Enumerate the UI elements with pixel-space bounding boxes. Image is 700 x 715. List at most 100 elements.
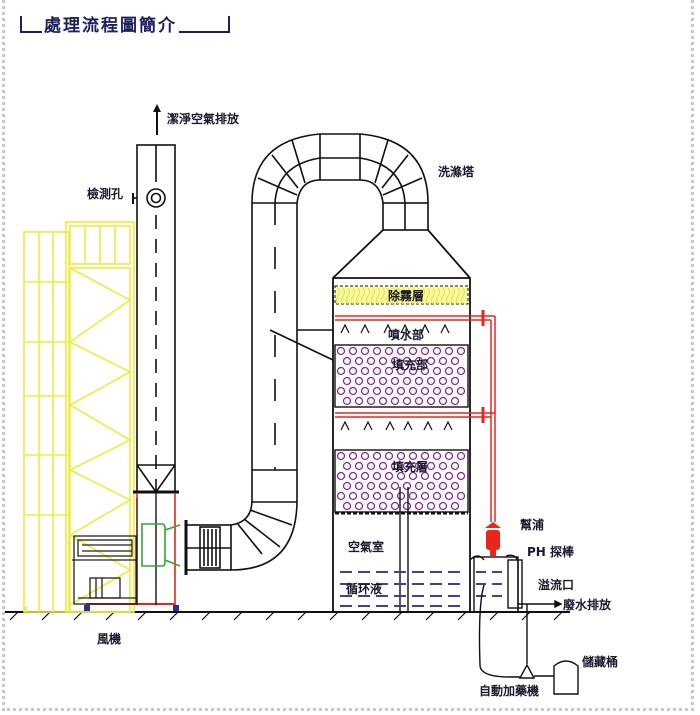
packing-ring bbox=[366, 376, 376, 386]
packing-ring bbox=[450, 356, 460, 366]
packing-ring bbox=[342, 396, 352, 406]
ground-hatch bbox=[105, 611, 115, 621]
packing-ring bbox=[336, 451, 346, 461]
demister-wave bbox=[375, 287, 381, 305]
packing-ring bbox=[378, 481, 388, 491]
packing-ring bbox=[438, 376, 448, 386]
packing-ring bbox=[432, 471, 442, 481]
packing-ring bbox=[366, 481, 376, 491]
auto-dosing-label: 自動加藥機 bbox=[479, 684, 540, 698]
packing-ring bbox=[420, 491, 430, 501]
inlet-duct bbox=[184, 469, 298, 575]
scrubber-tower-label: 洗滌塔 bbox=[438, 165, 475, 179]
drain-pipe bbox=[399, 487, 409, 612]
packing-ring bbox=[378, 356, 388, 366]
ph-probe-label: PH 探棒 bbox=[527, 545, 575, 559]
dosing-line bbox=[478, 584, 579, 695]
packing-ring bbox=[456, 346, 466, 356]
packing-ring bbox=[372, 386, 382, 396]
spray-nozzle bbox=[420, 323, 430, 334]
packing-ring bbox=[414, 396, 424, 406]
packing-ring bbox=[438, 501, 448, 511]
scrubber-tower bbox=[332, 229, 471, 612]
demister-wave bbox=[390, 287, 396, 305]
packing-ring bbox=[426, 376, 436, 386]
packing-ring bbox=[354, 461, 364, 471]
packing-ring bbox=[414, 481, 424, 491]
packing-ring bbox=[396, 366, 406, 376]
packing-ring bbox=[438, 481, 448, 491]
packing-ring bbox=[390, 481, 400, 491]
packing-ring bbox=[360, 366, 370, 376]
packing-ring bbox=[354, 376, 364, 386]
demister-wave bbox=[415, 287, 421, 305]
demister-wave bbox=[425, 287, 431, 305]
packing-ring bbox=[390, 396, 400, 406]
circulating-liquid-water bbox=[340, 571, 466, 607]
packing-ring bbox=[366, 501, 376, 511]
demister-wave bbox=[405, 287, 411, 305]
packing-ring bbox=[348, 346, 358, 356]
title-box: 處理流程圖簡介 bbox=[20, 11, 232, 36]
packing-ring bbox=[378, 396, 388, 406]
packing-ring bbox=[384, 491, 394, 501]
packing-ring bbox=[360, 346, 370, 356]
demister-label: 除霧層 bbox=[388, 289, 425, 303]
demister-wave bbox=[360, 287, 366, 305]
packing-ring bbox=[456, 471, 466, 481]
packing-ring bbox=[456, 366, 466, 376]
packing-ring bbox=[354, 356, 364, 366]
packing-ring bbox=[444, 451, 454, 461]
packing-ring bbox=[414, 356, 424, 366]
packing-ring bbox=[336, 491, 346, 501]
packing-ring bbox=[450, 481, 460, 491]
packing-ring bbox=[384, 346, 394, 356]
spray-nozzle bbox=[423, 420, 433, 431]
packing-ring bbox=[402, 481, 412, 491]
packing-ring bbox=[426, 396, 436, 406]
packing-ring bbox=[402, 501, 412, 511]
packing-ring bbox=[390, 376, 400, 386]
clean-air-exhaust-label: 潔淨空氣排放 bbox=[167, 112, 240, 126]
demister-wave bbox=[455, 287, 461, 305]
packing-ring bbox=[414, 461, 424, 471]
packing-ring bbox=[426, 461, 436, 471]
demister-wave bbox=[370, 287, 376, 305]
packing-ring bbox=[366, 396, 376, 406]
packing-beds bbox=[334, 344, 469, 515]
circulating-liquid-label: 循环液 bbox=[346, 582, 383, 596]
packing-ring bbox=[360, 471, 370, 481]
packing-ring bbox=[342, 356, 352, 366]
spray-nozzle bbox=[363, 420, 373, 431]
packing-ring bbox=[360, 451, 370, 461]
demister-wave bbox=[450, 287, 456, 305]
packing-ring bbox=[372, 491, 382, 501]
packing-ring bbox=[342, 501, 352, 511]
packing-ring bbox=[396, 386, 406, 396]
packing-ring bbox=[444, 366, 454, 376]
packing-ring bbox=[342, 376, 352, 386]
packing-ring bbox=[354, 481, 364, 491]
packing-ring bbox=[402, 376, 412, 386]
packing-ring bbox=[390, 356, 400, 366]
packing-ring bbox=[396, 346, 406, 356]
spray-nozzle bbox=[340, 323, 350, 334]
ground-hatch bbox=[201, 611, 211, 621]
air-chamber-label: 空氣室 bbox=[348, 540, 385, 554]
packing-ring bbox=[432, 366, 442, 376]
packing-ring bbox=[396, 471, 406, 481]
spray-nozzle bbox=[440, 323, 450, 334]
packing-ring bbox=[408, 491, 418, 501]
packing-ring bbox=[390, 501, 400, 511]
spray-nozzle bbox=[400, 323, 410, 334]
packing-ring bbox=[420, 451, 430, 461]
packing-ring bbox=[450, 396, 460, 406]
ground-hatch bbox=[41, 611, 51, 621]
hood-structure bbox=[23, 221, 135, 613]
ground-hatch bbox=[169, 611, 179, 621]
packing-ring bbox=[348, 451, 358, 461]
packing-ring bbox=[414, 376, 424, 386]
packing-ring bbox=[348, 471, 358, 481]
